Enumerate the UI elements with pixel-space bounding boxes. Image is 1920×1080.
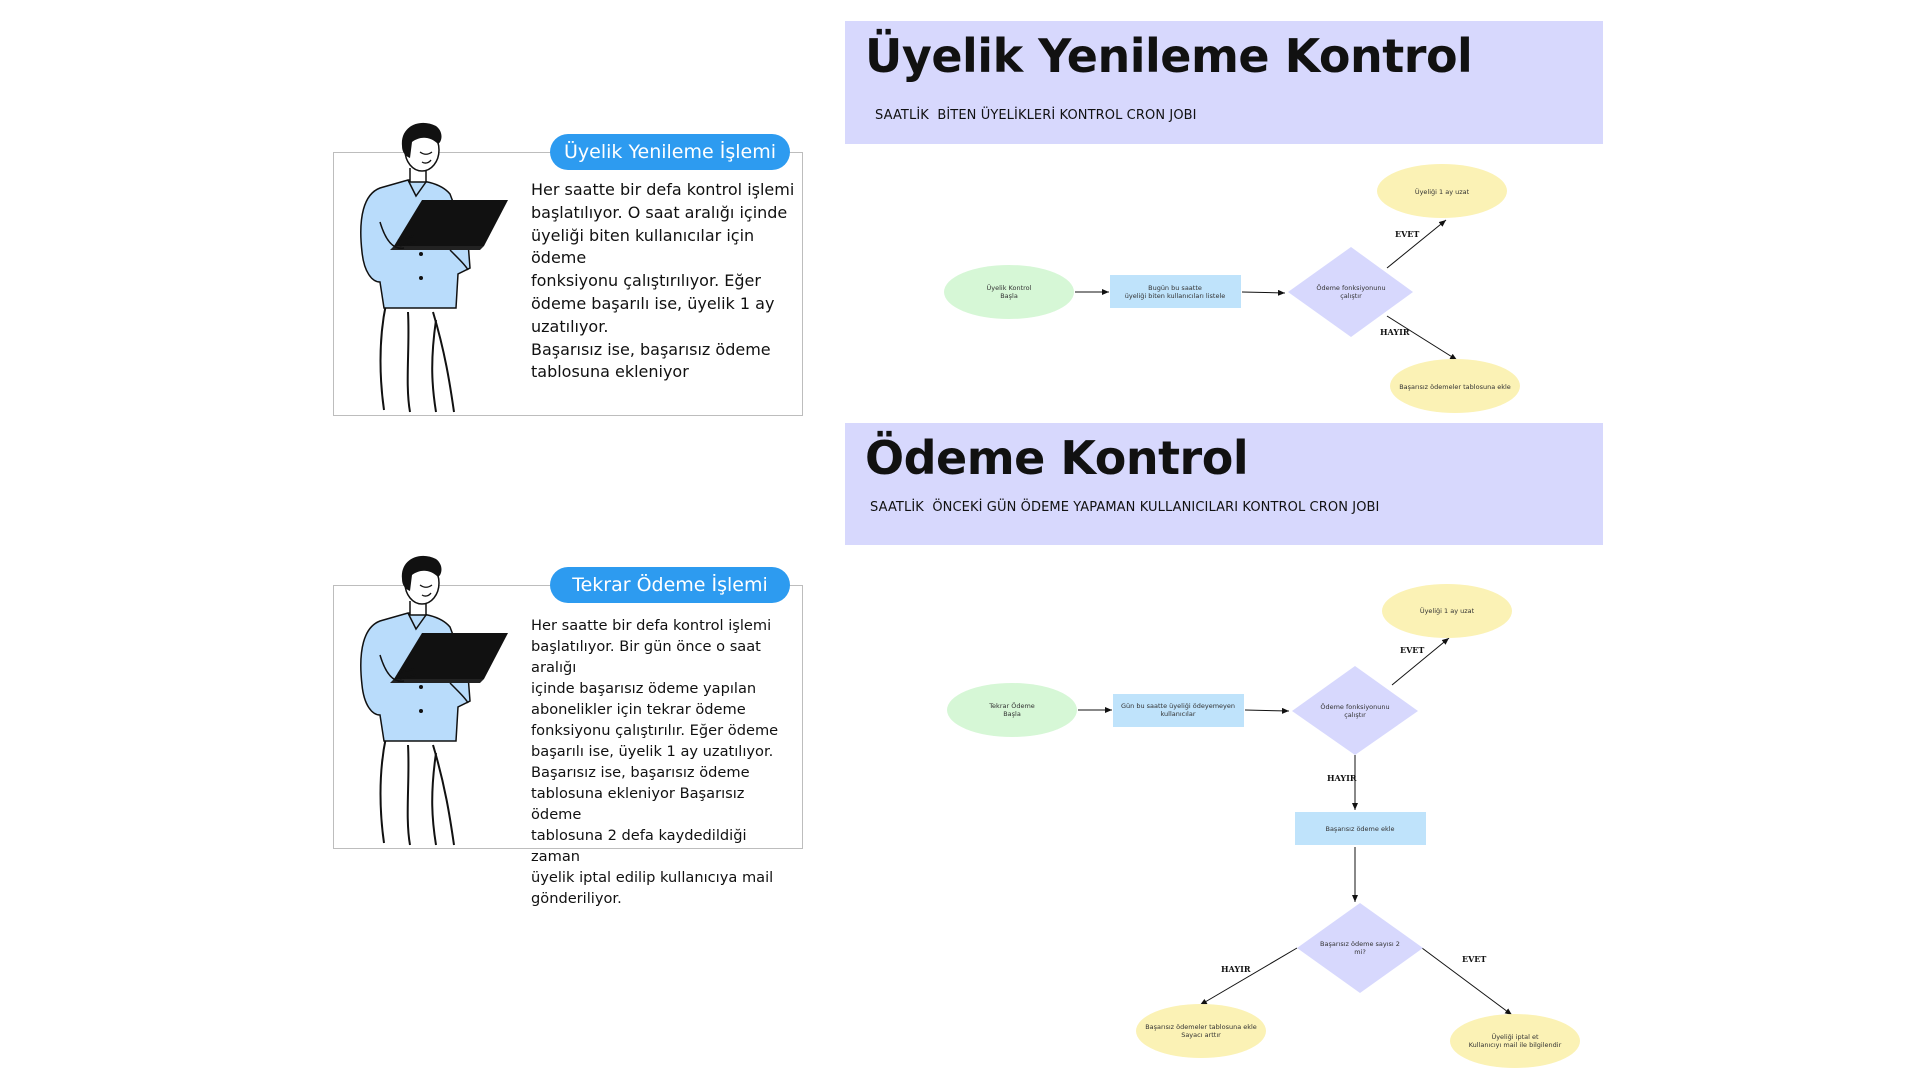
result-node-label: Kullanıcıyı mail ile bilgilendir [1469,1041,1562,1049]
result-node [1390,359,1520,413]
decision-node-label: Başarısız ödeme sayısı 2 [1320,940,1400,948]
result-node-label: Üyeliği iptal et [1491,1032,1539,1041]
banner-title: Üyelik Yenileme Kontrol [865,29,1473,83]
description-line: Başarısız ise, başarısız ödeme [531,764,750,781]
start-node-label: Başla [1003,710,1021,718]
card-description: Her saatte bir defa kontrol işlemi başlat… [531,615,799,909]
result-node-label: Başarısız ödemeler tablosuna ekle [1399,383,1511,391]
no-label: HAYIR [1221,964,1251,974]
description-line: tablosuna ekleniyor [531,362,689,382]
result-node-label: Sayacı arttır [1181,1031,1221,1039]
description-line: başarılı ise, üyelik 1 ay uzatılıyor. [531,743,774,760]
description-line: başlatılıyor. Bir gün önce o saat aralığ… [531,638,761,676]
process-node-label: Bugün bu saatte [1148,284,1202,292]
start-node-label: Üyelik Kontrol [987,283,1032,292]
result-node [1382,584,1512,638]
process-node-label: Gün bu saatte üyeliği ödeyemeyen [1121,702,1235,710]
description-line: içinde başarısız ödeme yapılan [531,680,757,697]
result-node-label: Başarısız ödemeler tablosuna ekle [1145,1023,1257,1031]
description-line: üyelik iptal edilip kullanıcıya mail [531,869,774,886]
banner-subtitle: SAATLİK ÖNCEKİ GÜN ÖDEME YAPAMAN KULLANI… [870,500,1380,515]
description-line: gönderiliyor. [531,890,622,907]
description-line: abonelikler için tekrar ödeme [531,701,746,718]
banner-uyelik-yenileme: Üyelik Yenileme Kontrol SAATLİK BİTEN ÜY… [845,21,1603,144]
start-node-label: Başla [1000,292,1018,300]
description-line: Her saatte bir defa kontrol işlemi [531,180,795,199]
decision-node [1288,247,1413,337]
result-node [1377,164,1507,218]
result-node-label: Üyeliği 1 ay uzat [1415,187,1470,196]
process-node [1113,694,1244,727]
no-label: HAYIR [1327,773,1357,783]
description-line: ödeme başarılı ise, üyelik 1 ay [531,293,775,313]
start-node-label: Tekrar Ödeme [988,701,1035,710]
description-line: uzatılıyor. [531,316,609,336]
description-line: tablosuna 2 defa kaydedildiği zaman [531,827,747,865]
card-title-pill: Tekrar Ödeme İşlemi [550,567,790,603]
yes-label: EVET [1462,954,1486,964]
description-line: üyeliği biten kullanıcılar için ödeme [531,225,755,268]
banner-title: Ödeme Kontrol [865,431,1249,485]
process-node [1110,275,1241,308]
description-line: fonksiyonu çalıştırılır. Eğer ödeme [531,722,779,739]
banner-subtitle: SAATLİK BİTEN ÜYELİKLERİ KONTROL CRON JO… [875,108,1197,123]
process-node-label: Başarısız ödeme ekle [1325,825,1394,833]
result-node [1450,1014,1580,1068]
decision-node-label: çalıştır [1340,292,1362,300]
yes-label: EVET [1400,645,1424,655]
result-node [1136,1004,1266,1058]
process-node [1295,812,1426,845]
no-label: HAYIR [1380,327,1410,337]
process-node-label: üyeliği biten kullanıcıları listele [1125,292,1226,300]
description-line: fonksiyonu çalıştırılıyor. Eğer [531,271,761,291]
start-node [947,683,1077,737]
banner-odeme-kontrol: Ödeme Kontrol SAATLİK ÖNCEKİ GÜN ÖDEME Y… [845,423,1603,545]
decision-node-label: çalıştır [1344,711,1366,719]
flowchart-uyelik-yenileme: Üyelik Kontrol Başla Bugün bu saatte üye… [944,164,1520,413]
process-node-label: kullanıcılar [1160,710,1195,718]
decision-node [1297,903,1423,993]
card-title-pill: Üyelik Yenileme İşlemi [550,134,790,170]
description-line: Başarısız ise, başarısız ödeme [531,339,771,359]
decision-node-label: Ödeme fonksiyonunu [1320,702,1389,711]
description-line: tablosuna ekleniyor Başarısız ödeme [531,785,745,823]
result-node-label: Üyeliği 1 ay uzat [1420,606,1475,615]
start-node [944,265,1074,319]
card-description: Her saatte bir defa kontrol işlemi başlat… [531,179,799,384]
description-line: Her saatte bir defa kontrol işlemi [531,617,772,634]
decision-node-label: Ödeme fonksiyonunu [1316,283,1385,292]
flowchart-odeme-kontrol: Tekrar Ödeme Başla Gün bu saatte üyeliği… [947,584,1580,1068]
decision-node-label: mi? [1354,948,1366,956]
decision-node [1292,666,1418,755]
yes-label: EVET [1395,229,1419,239]
description-line: başlatılıyor. O saat aralığı içinde [531,202,788,222]
